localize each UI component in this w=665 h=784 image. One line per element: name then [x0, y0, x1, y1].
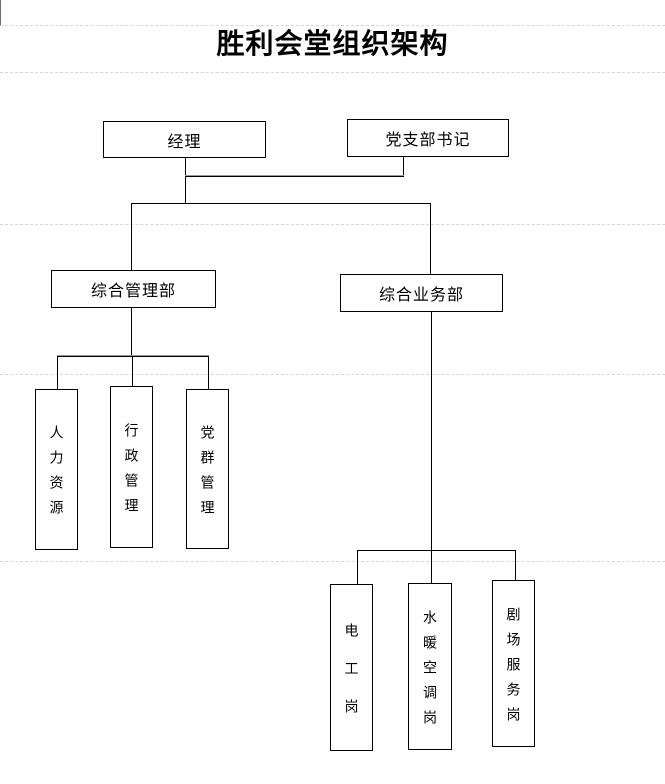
connector-line: [431, 550, 432, 583]
connector-line: [403, 157, 404, 177]
connector-line: [185, 177, 186, 203]
connector-line: [430, 203, 431, 274]
connector-line: [131, 203, 132, 270]
box-theater-service-post-label: 剧场服务岗: [505, 606, 522, 732]
page-guide-line: [0, 72, 665, 73]
box-admin-management[interactable]: 行政管理: [110, 386, 153, 548]
page-guide-line: [0, 224, 665, 225]
connector-line: [131, 203, 431, 204]
box-party-secretary[interactable]: 党支部书记: [347, 119, 509, 157]
connector-line: [57, 357, 58, 389]
connector-line: [131, 308, 132, 357]
box-party-mass-management-label: 党群管理: [199, 424, 216, 525]
box-hvac-post[interactable]: 水暖空调岗: [408, 583, 452, 750]
box-human-resources-label: 人力资源: [48, 425, 65, 525]
box-manager-label: 经理: [167, 133, 202, 151]
connector-line: [208, 357, 209, 389]
page-title: 胜利会堂组织架构: [216, 29, 449, 60]
page-guide-line: [0, 561, 665, 562]
box-electrician-post-label: 电工岗: [343, 622, 360, 737]
box-hvac-post-label: 水暖空调岗: [422, 609, 438, 735]
connector-line: [132, 357, 133, 386]
connector-line: [431, 312, 432, 550]
box-human-resources[interactable]: 人力资源: [35, 389, 78, 550]
page-guide-line: [0, 25, 665, 26]
page-guide-line: [0, 374, 665, 375]
connector-line: [185, 175, 404, 177]
box-admin-management-label: 行政管理: [123, 422, 140, 523]
box-theater-service-post[interactable]: 剧场服务岗: [492, 580, 535, 747]
box-manager[interactable]: 经理: [103, 121, 266, 158]
page-margin-tick: [0, 0, 1, 25]
box-general-management-dept-label: 综合管理部: [90, 283, 176, 300]
box-party-secretary-label: 党支部书记: [385, 132, 471, 149]
box-general-business-dept[interactable]: 综合业务部: [340, 274, 503, 312]
connector-line: [185, 158, 186, 177]
box-electrician-post[interactable]: 电工岗: [330, 584, 373, 751]
connector-line: [357, 550, 516, 551]
connector-line: [357, 550, 358, 584]
box-general-management-dept[interactable]: 综合管理部: [51, 270, 216, 308]
connector-line: [515, 550, 516, 580]
box-general-business-dept-label: 综合业务部: [378, 287, 464, 304]
box-party-mass-management[interactable]: 党群管理: [186, 389, 229, 549]
connector-line: [57, 355, 209, 357]
